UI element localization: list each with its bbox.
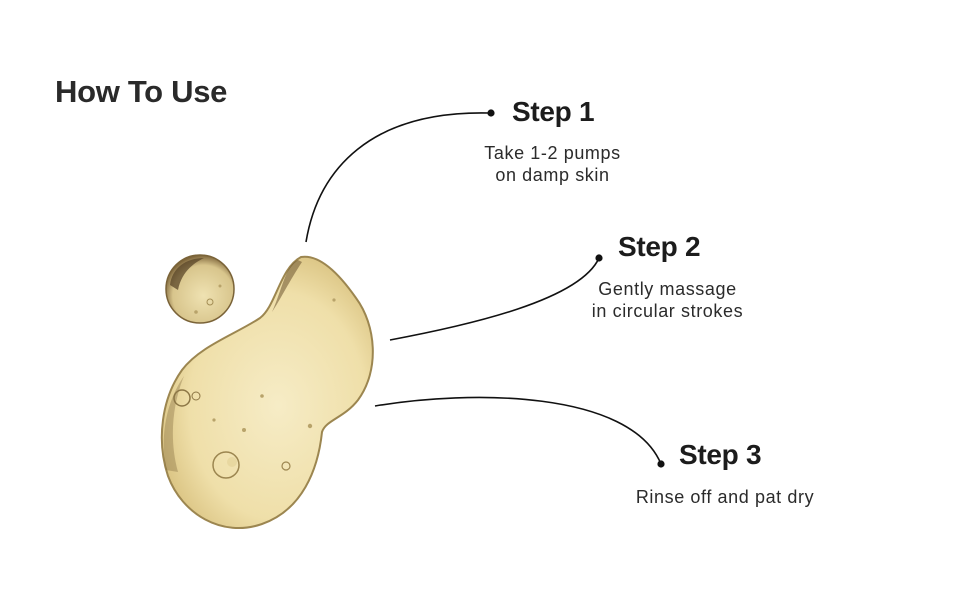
page-title: How To Use [55,74,228,109]
small-gel-drop [165,254,235,324]
step-2-heading: Step 2 [618,231,701,262]
step-2-description: Gently massage in circular strokes [565,278,770,322]
large-gel-blob [160,255,374,529]
connector-step-1 [305,109,495,243]
step-3-heading: Step 3 [679,439,762,470]
step-1-line-2: on damp skin [495,165,610,185]
step-1-heading: Step 1 [512,96,595,127]
connector-step-2 [389,254,603,341]
step-1-description: Take 1-2 pumps on damp skin [470,142,635,186]
connector-step-3 [374,396,665,468]
step-3-line-1: Rinse off and pat dry [635,487,815,507]
step-2-line-2: in circular strokes [591,301,744,321]
step-1-line-1: Take 1-2 pumps [484,143,621,163]
step-2-line-1: Gently massage [598,279,737,299]
step-3-description: Rinse off and pat dry [610,486,840,508]
